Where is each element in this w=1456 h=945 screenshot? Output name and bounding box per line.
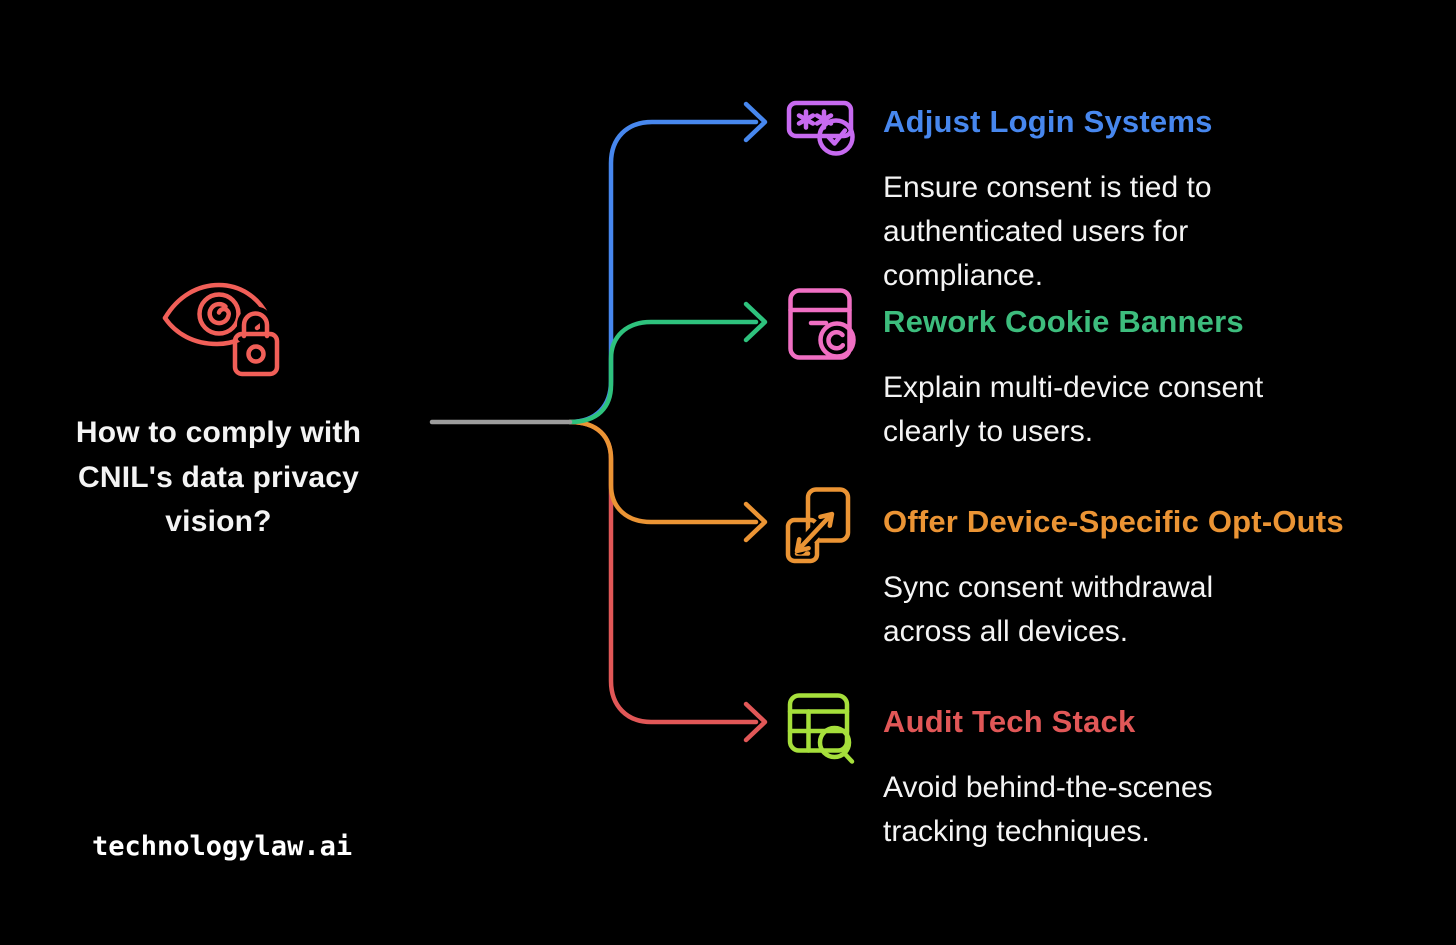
device-sync-icon [785, 487, 851, 564]
arrowhead-orange [743, 501, 768, 543]
root-question-line: CNIL's data privacy [77, 460, 360, 494]
branch-title-audit-tech-stack: Audit Tech Stack [883, 704, 1136, 739]
eye-lock-icon [162, 282, 280, 377]
branch-line-orange [567, 419, 759, 525]
branch-desc-line: Avoid behind-the-scenes [883, 771, 1213, 804]
branch-title-rework-cookie-banners: Rework Cookie Banners [883, 304, 1244, 339]
branch-desc-line: compliance. [883, 259, 1044, 292]
branch-desc-line: clearly to users. [883, 415, 1094, 448]
branch-desc-line: Sync consent withdrawal [883, 571, 1214, 604]
branch-line-blue [567, 119, 759, 425]
arrowhead-red [743, 701, 768, 743]
root-question: How to comply with CNIL's data privacy v… [26, 411, 411, 545]
table-search-icon [787, 693, 855, 764]
branch-line-red [567, 419, 759, 725]
branch-desc: Explain multi-device consent clearly to … [883, 366, 1383, 454]
branch-desc-line: Explain multi-device consent [883, 371, 1264, 404]
cookie-banner-icon [788, 288, 856, 360]
branch-desc: Sync consent withdrawal across all devic… [883, 566, 1383, 654]
branch-desc-line: across all devices. [883, 615, 1129, 648]
branch-title-offer-device-specific-opt-outs: Offer Device-Specific Opt-Outs [883, 504, 1344, 539]
arrowhead-green [743, 301, 768, 343]
root-question-line: How to comply with [75, 416, 362, 449]
arrowhead-blue [743, 101, 768, 143]
branch-desc-line: Ensure consent is tied to [883, 171, 1212, 204]
password-check-icon [786, 100, 855, 156]
branch-desc: Avoid behind-the-scenes tracking techniq… [883, 766, 1383, 854]
root-question-line: vision? [165, 505, 272, 538]
brand-watermark: technologylaw.ai [92, 831, 353, 862]
branch-desc-line: authenticated users for [883, 215, 1189, 248]
branch-desc: Ensure consent is tied to authenticated … [883, 166, 1383, 298]
branch-title-adjust-login-systems: Adjust Login Systems [883, 104, 1213, 139]
branch-desc-line: tracking techniques. [883, 815, 1150, 848]
branch-line-green [567, 319, 759, 425]
